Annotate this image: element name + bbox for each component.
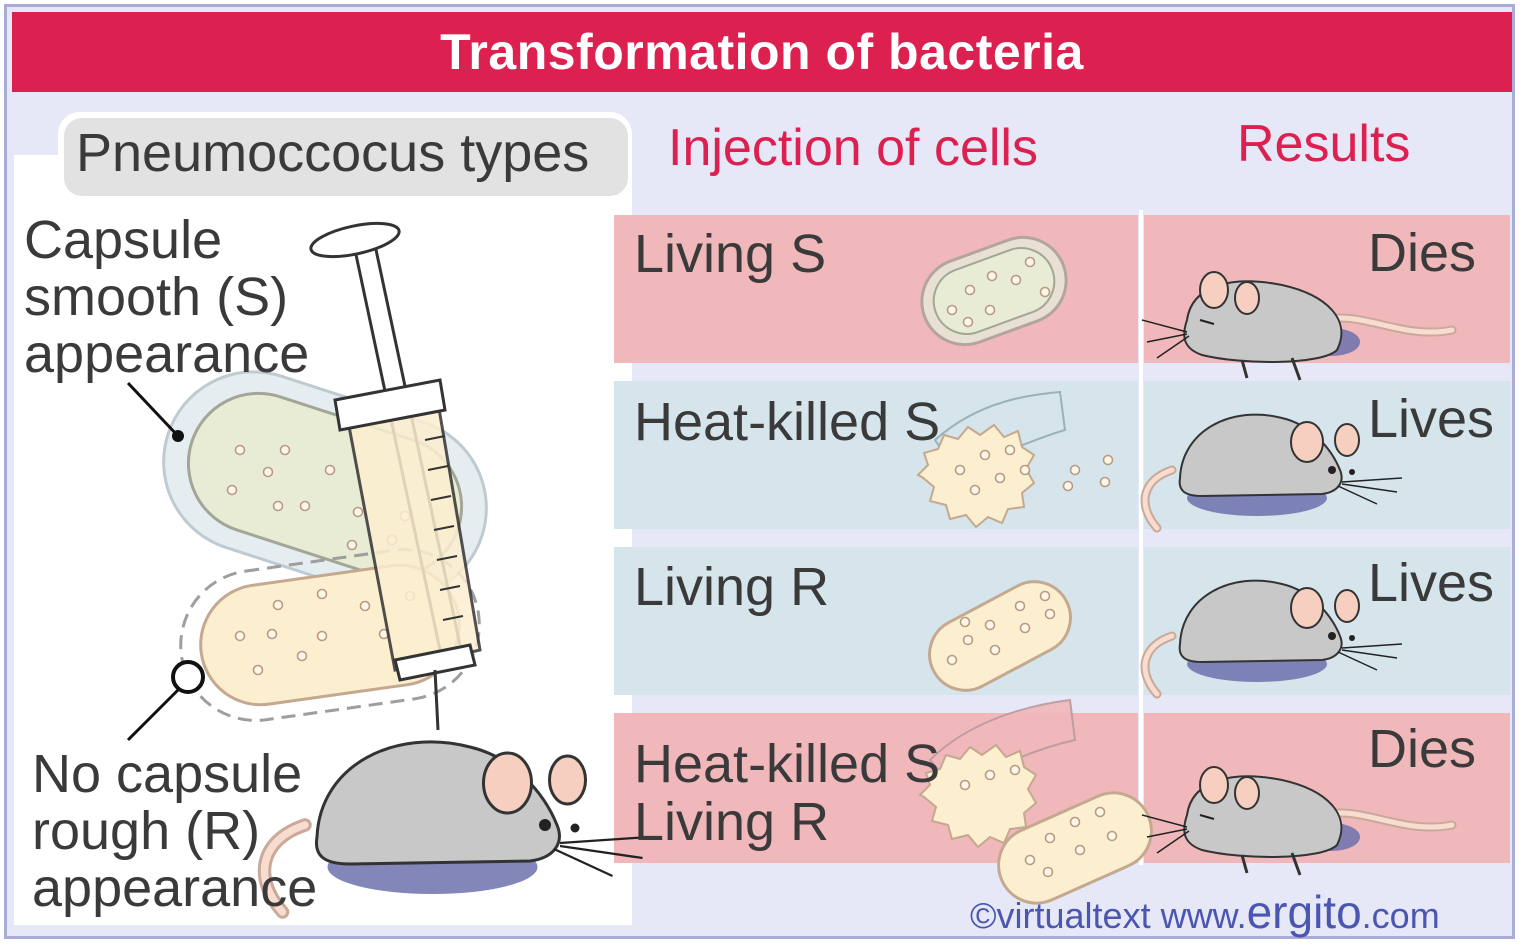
title-bar: Transformation of bacteria [12, 12, 1512, 92]
heat-killed-s-cell [916, 390, 1114, 529]
capsule-line-3: appearance [24, 324, 310, 384]
dead-mouse-1 [1142, 272, 1452, 380]
injection-column-heading: Injection of cells [668, 119, 1038, 177]
live-mouse-3 [1145, 581, 1402, 694]
capsule-line-2: smooth (S) [24, 267, 289, 327]
nocapsule-description: No capsule rough (R) appearance [32, 746, 317, 917]
nocapsule-line-1: No capsule [32, 744, 303, 804]
types-heading: Pneumoccocus types [76, 123, 590, 183]
nocapsule-pointer-ring [171, 660, 205, 694]
result-label-1: Dies [1368, 223, 1477, 283]
result-label-4: Dies [1368, 719, 1477, 779]
capsule-pointer-dot [172, 430, 184, 442]
living-r-cell [928, 580, 1072, 692]
result-label-3: Lives [1368, 553, 1495, 613]
capsule-description: Capsule smooth (S) appearance [24, 212, 309, 383]
syringe [309, 221, 482, 731]
column-divider [1139, 210, 1143, 865]
capsule-line-1: Capsule [24, 210, 223, 270]
live-mouse-2 [1145, 415, 1402, 528]
nocapsule-line-2: rough (R) [32, 801, 261, 861]
credit-line: ©virtualtext www.ergito.com [970, 885, 1440, 939]
results-column-heading: Results [1237, 115, 1411, 173]
nocapsule-pointer-line [126, 688, 180, 742]
row-label-4-line-2: Living R [634, 792, 830, 852]
row-label-1: Living S [634, 224, 827, 284]
credit-suffix: .com [1361, 895, 1440, 936]
types-heading-box [64, 118, 628, 196]
capsule-pointer-line [126, 381, 180, 438]
row-label-2: Heat-killed S [634, 392, 941, 452]
row-label-3: Living R [634, 557, 830, 617]
dead-mouse-4 [1142, 767, 1452, 875]
credit-brand: ergito [1246, 886, 1362, 938]
living-s-cell [920, 235, 1068, 347]
result-label-2: Lives [1368, 389, 1495, 449]
nocapsule-line-3: appearance [32, 858, 318, 918]
mixed-cells [918, 698, 1153, 905]
credit-prefix: ©virtualtext www. [970, 895, 1247, 936]
row-label-4: Heat-killed S Living R [634, 735, 940, 851]
injected-mouse [265, 742, 651, 912]
row-label-4-line-1: Heat-killed S [634, 734, 941, 794]
